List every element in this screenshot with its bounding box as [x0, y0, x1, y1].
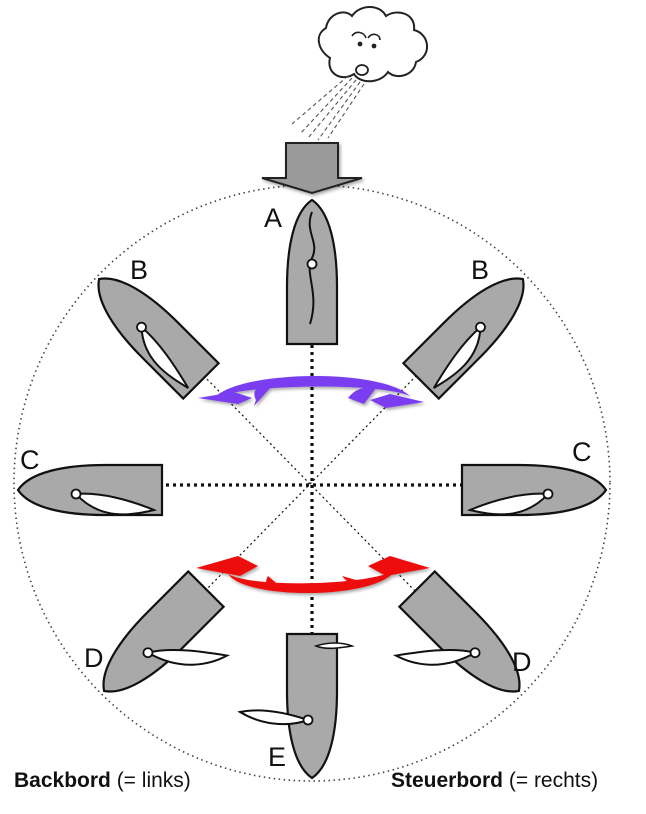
- caption-starboard-bold: Steuerbord: [391, 769, 504, 792]
- label-e: E: [268, 742, 286, 772]
- sailboat-icon: [237, 632, 355, 780]
- sailboat-icon: [80, 260, 220, 400]
- sailboat-icon: [392, 570, 538, 710]
- wind-cloud-icon: [291, 6, 428, 141]
- label-a: A: [264, 203, 282, 233]
- caption-port-bold: Backbord: [14, 769, 111, 792]
- caption-port: Backbord (= links): [14, 769, 191, 793]
- label-b-right: B: [471, 255, 489, 285]
- label-d-left: D: [84, 643, 104, 673]
- label-d-right: D: [512, 647, 532, 677]
- label-c-right: C: [572, 437, 592, 467]
- caption-starboard: Steuerbord (= rechts): [391, 769, 598, 793]
- label-c-left: C: [20, 445, 40, 475]
- sailboat-icon: [16, 463, 164, 517]
- tacking-arrow: [198, 375, 424, 408]
- jibe-arrow: [196, 556, 430, 594]
- wind-direction-arrow-icon: [261, 142, 363, 195]
- sailboat-icon: [460, 463, 608, 517]
- sailing-circle: [13, 184, 611, 782]
- sailboat-icon: [402, 260, 542, 400]
- label-b-left: B: [130, 255, 148, 285]
- caption-starboard-normal: (= rechts): [503, 769, 599, 792]
- caption-port-normal: (= links): [110, 769, 191, 792]
- sailboat-icon: [285, 198, 339, 346]
- sailboat-icon: [85, 570, 231, 710]
